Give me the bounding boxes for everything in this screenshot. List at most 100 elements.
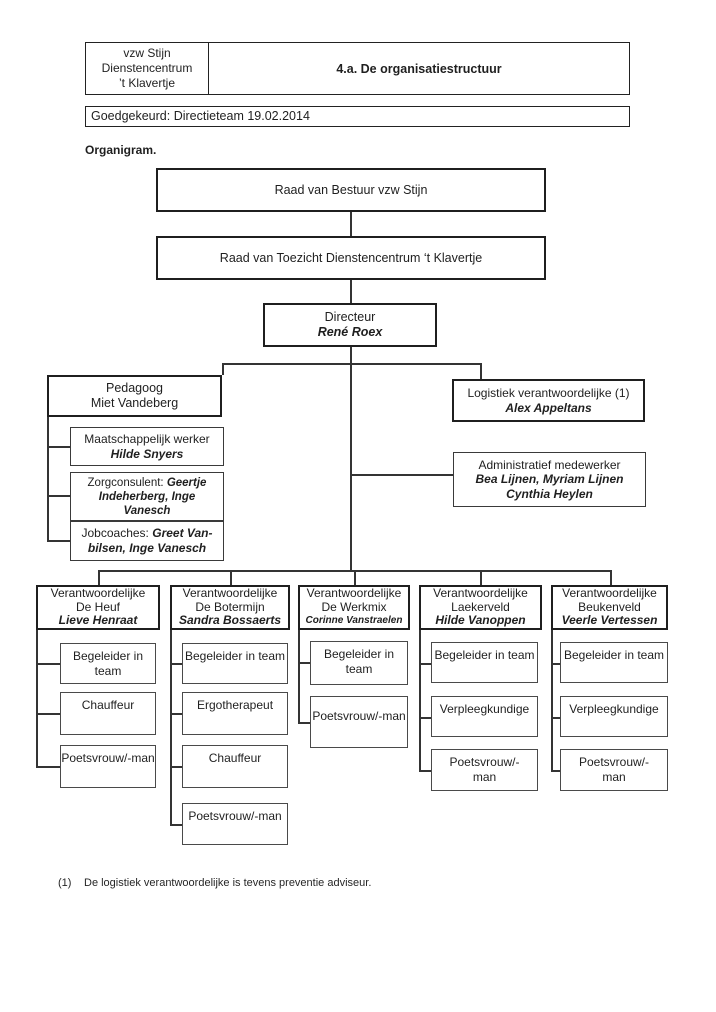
role-label: Begeleider in team [323, 647, 395, 676]
team-header-laekerveld: Verantwoordelijke Laekerveld Hilde Vanop… [419, 585, 542, 630]
person-name: Veerle Vertessen [561, 613, 658, 628]
connector-line [298, 662, 310, 664]
unit-label: De Heuf [75, 599, 121, 614]
role-label: Verantwoordelijke [562, 585, 657, 600]
connector-line [551, 663, 560, 665]
role-label: Verantwoordelijke [182, 585, 278, 600]
person-name: Lieve Henraat [58, 613, 138, 628]
role-label: Verantwoordelijke [306, 585, 402, 600]
role-label: Verantwoordelijke [50, 585, 146, 600]
unit-label: De Botermijn [195, 599, 265, 614]
role-label: Chauffeur [208, 751, 262, 765]
role-label: Begeleider in team [72, 649, 144, 678]
org-name-line: vzw Stijn [123, 46, 171, 60]
org-name-line: Dienstencentrum [101, 61, 193, 75]
connector-line [222, 363, 482, 365]
role-label: Poetsvrouw/-man [188, 809, 282, 823]
person-name: Alex Appeltans [505, 400, 592, 415]
role-box: Begeleider in team [182, 643, 288, 684]
role-label: Maatschappelijk werker [84, 432, 210, 446]
role-label: Verpleegkundige [439, 702, 530, 716]
role-label: Administratief medewerker [478, 457, 621, 472]
role-label: Zorgconsulent: [87, 476, 164, 489]
role-label: Poetsvrouw/-man [312, 709, 406, 723]
connector-line [350, 280, 352, 303]
unit-label: Beukenveld [578, 599, 641, 614]
org-box-raad-van-toezicht: Raad van Toezicht Dienstencentrum ‘t Kla… [156, 236, 546, 280]
role-box: Begeleider in team [60, 643, 156, 684]
footnote-marker: (1) [58, 877, 72, 889]
role-and-names: Zorgconsulent: Geertje Indeherberg, Inge… [71, 476, 223, 518]
role-box: Begeleider in team [310, 641, 408, 685]
role-label: Ergotherapeut [196, 698, 274, 712]
org-box-jobcoaches: Jobcoaches: Greet Van-bilsen, Inge Vanes… [70, 521, 224, 561]
connector-line [170, 663, 182, 665]
role-label: Poetsvrouw/-man [578, 755, 650, 784]
connector-trunk-line [350, 347, 352, 570]
connector-line [36, 713, 60, 715]
role-box: Begeleider in team [431, 642, 538, 683]
org-box-logistiek-verantwoordelijke: Logistiek verantwoordelijke (1) Alex App… [452, 379, 645, 422]
team-header-de-heuf: Verantwoordelijke De Heuf Lieve Henraat [36, 585, 160, 630]
connector-rail-line [551, 630, 553, 770]
connector-line [419, 663, 431, 665]
connector-rail-line [47, 417, 49, 541]
role-box: Poetsvrouw/-man [310, 696, 408, 748]
person-name: René Roex [317, 325, 383, 339]
document-header-table: vzw Stijn Dienstencentrum ’t Klavertje 4… [85, 42, 630, 95]
role-label: Begeleider in team [184, 649, 286, 663]
connector-line [351, 474, 453, 476]
connector-line [47, 446, 70, 448]
connector-line [480, 363, 482, 379]
connector-line [47, 495, 70, 497]
connector-line [551, 770, 560, 772]
connector-line [98, 570, 100, 585]
role-and-names: Jobcoaches: Greet Van-bilsen, Inge Vanes… [71, 526, 223, 556]
role-label: Poetsvrouw/-man [61, 751, 155, 765]
connector-line [170, 713, 182, 715]
team-header-beukenveld: Verantwoordelijke Beukenveld Veerle Vert… [551, 585, 668, 630]
person-names: Greet Van-bilsen, Inge Vanesch [87, 526, 213, 555]
role-box: Poetsvrouw/-man [431, 749, 538, 791]
connector-line [354, 570, 356, 585]
org-box-label: Raad van Toezicht Dienstencentrum ‘t Kla… [219, 250, 483, 265]
role-label: Jobcoaches: [81, 526, 149, 540]
org-box-zorgconsulent: Zorgconsulent: Geertje Indeherberg, Inge… [70, 472, 224, 521]
connector-line [170, 766, 182, 768]
connector-line [170, 824, 182, 826]
person-name: Corinne Vanstraelen [305, 615, 403, 627]
team-header-de-werkmix: Verantwoordelijke De Werkmix Corinne Van… [298, 585, 410, 630]
unit-label: Laekerveld [451, 599, 510, 614]
person-name: Hilde Vanoppen [435, 613, 526, 628]
org-box-raad-van-bestuur: Raad van Bestuur vzw Stijn [156, 168, 546, 212]
connector-rail-line [298, 630, 300, 722]
footnote-text: De logistiek verantwoordelijke is tevens… [84, 877, 372, 889]
role-box: Poetsvrouw/-man [560, 749, 668, 791]
person-names: Cynthia Heylen [506, 486, 593, 501]
person-name: Miet Vandeberg [90, 396, 179, 410]
connector-rail-line [36, 630, 38, 766]
person-names: Geertje Indeherberg, Inge Vanesch [98, 476, 207, 517]
role-label: Verpleegkundige [569, 702, 659, 716]
approval-bar: Goedgekeurd: Directieteam 19.02.2014 [85, 106, 630, 127]
role-label: Chauffeur [81, 698, 135, 712]
org-box-pedagoog: Pedagoog Miet Vandeberg [47, 375, 222, 417]
connector-line [419, 717, 431, 719]
role-label: Begeleider in team [563, 648, 665, 662]
connector-line [36, 663, 60, 665]
connector-line [222, 363, 224, 375]
person-names: Bea Lijnen, Myriam Lijnen [475, 472, 624, 487]
section-title: Organigram. [85, 143, 157, 157]
connector-rail-line [419, 630, 421, 770]
role-box: Verpleegkundige [560, 696, 668, 737]
role-box: Chauffeur [182, 745, 288, 788]
document-title: 4.a. De organisatiestructuur [336, 61, 502, 76]
role-box: Poetsvrouw/-man [182, 803, 288, 845]
role-label: Directeur [324, 310, 376, 324]
role-label: Begeleider in team [434, 648, 535, 662]
connector-line [480, 570, 482, 585]
team-header-de-botermijn: Verantwoordelijke De Botermijn Sandra Bo… [170, 585, 290, 630]
role-box: Ergotherapeut [182, 692, 288, 735]
connector-line [350, 212, 352, 236]
org-box-maatschappelijk-werker: Maatschappelijk werker Hilde Snyers [70, 427, 224, 466]
